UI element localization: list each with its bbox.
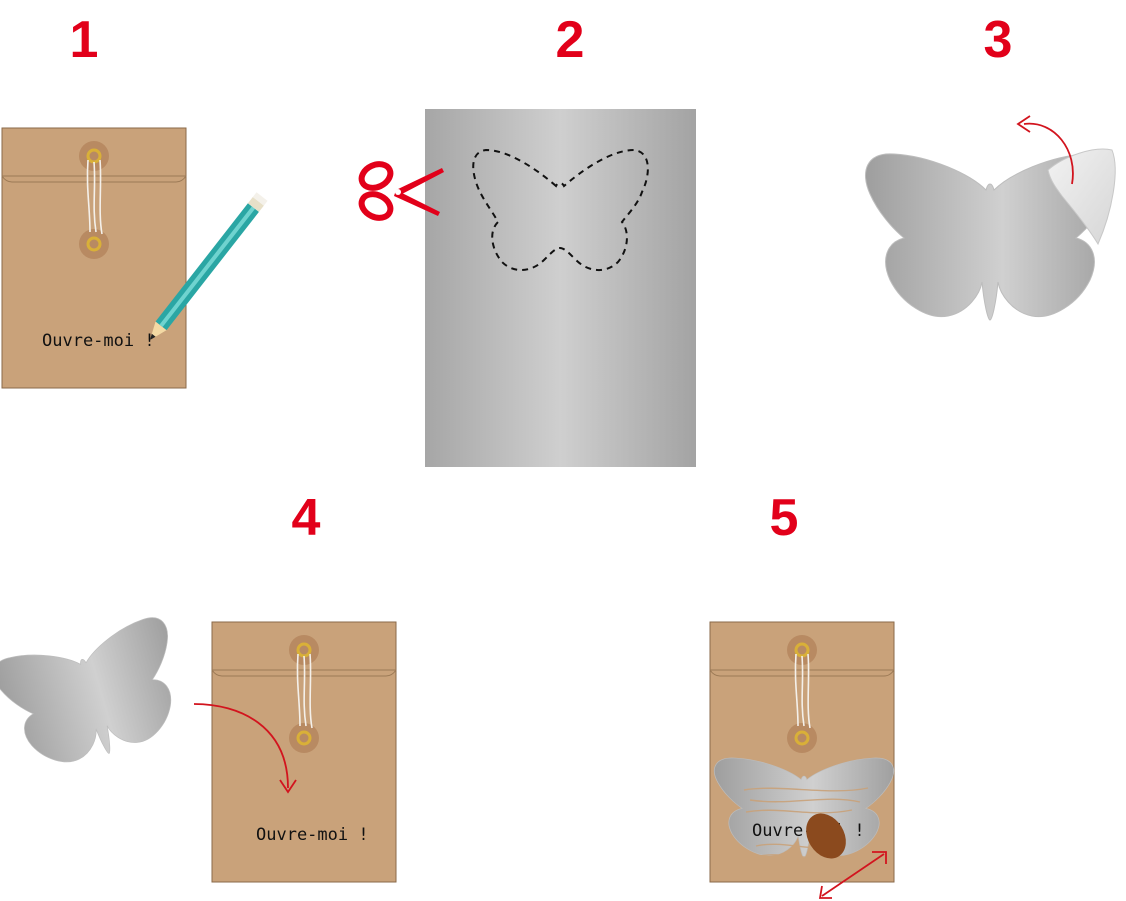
curved-arrow-icon <box>193 703 289 789</box>
double-arrow-icon <box>818 851 887 899</box>
step2-silver-sheet <box>425 109 696 467</box>
coin-icon <box>806 813 846 859</box>
scissors-icon <box>358 161 444 221</box>
step-number-4: 4 <box>291 489 321 547</box>
step4-butterfly <box>0 613 196 779</box>
step-number-1: 1 <box>69 11 99 69</box>
step-number-3: 3 <box>983 11 1013 69</box>
step1-envelope-text: Ouvre-moi ! <box>42 331 155 351</box>
curved-arrow-icon <box>1023 122 1074 185</box>
pencil-icon <box>150 192 268 340</box>
step4-envelope-text: Ouvre-moi ! <box>256 825 369 845</box>
step-number-5: 5 <box>769 489 799 547</box>
step-number-2: 2 <box>555 11 585 69</box>
peel-curl <box>1047 148 1116 246</box>
